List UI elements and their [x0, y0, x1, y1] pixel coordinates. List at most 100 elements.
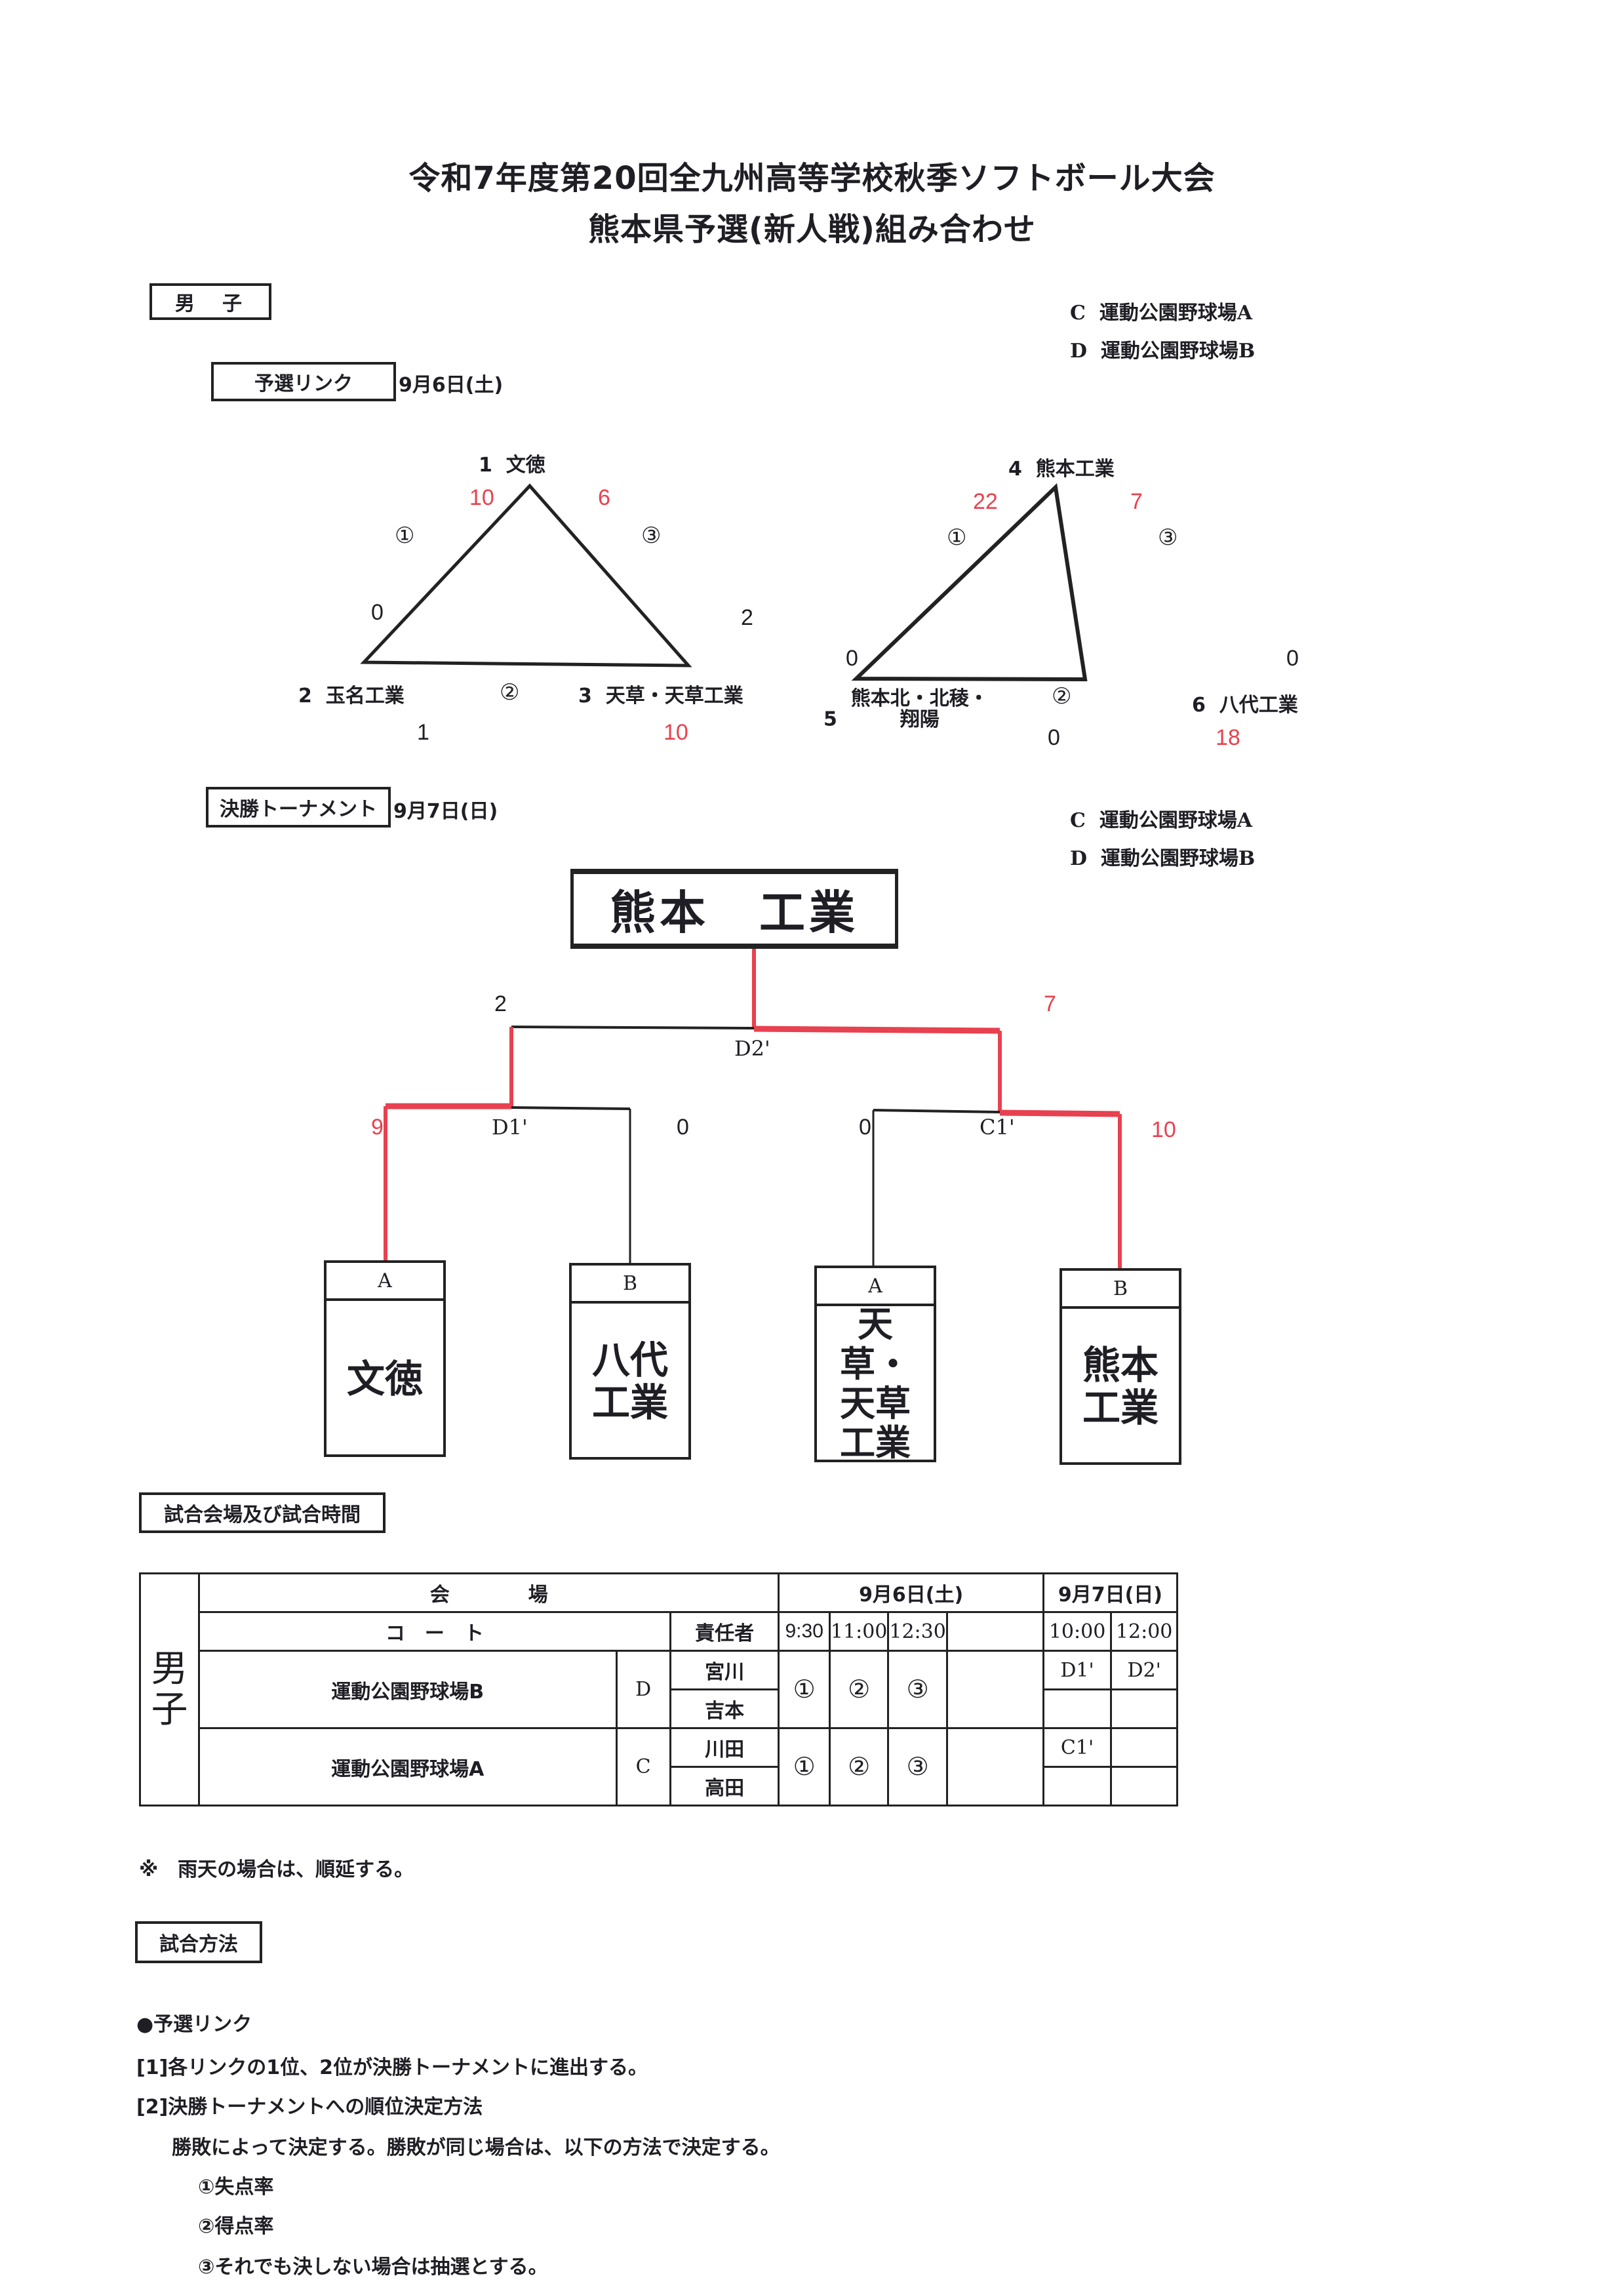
match-marker: ③ — [887, 1727, 948, 1806]
league-2-team-4: 4 熊本工業 — [1008, 458, 1115, 481]
gender-label-box: 男 子 — [149, 283, 271, 320]
match-code — [1110, 1727, 1178, 1768]
semi-left-score-right: 0 — [677, 1115, 689, 1140]
document-title-line2: 熊本県予選(新人戦)組み合わせ — [588, 211, 1036, 248]
league-2-match-3: ③ — [1158, 525, 1178, 551]
match-code — [1110, 1688, 1178, 1729]
method-rule-1: [1]各リンクの1位、2位が決勝トーナメントに進出する。 — [136, 2056, 648, 2079]
schedule-gender: 男 子 — [139, 1572, 200, 1806]
match-marker: ① — [778, 1727, 831, 1806]
league-1-score: 6 — [598, 485, 610, 510]
team-name: 八代 工業 — [591, 1338, 668, 1425]
preliminary-label-box: 予選リンク — [211, 362, 396, 401]
final-score-left: 2 — [494, 991, 507, 1016]
league-2-score: 7 — [1130, 489, 1143, 514]
time-cell: 11:00 — [828, 1611, 890, 1652]
venue-legend-c: C 運動公園野球場A — [1070, 809, 1253, 832]
league-1-team-1: 1 文徳 — [479, 454, 545, 477]
team-group: A — [327, 1263, 443, 1301]
time-cell: 9:30 — [778, 1611, 831, 1652]
final-score-right: 7 — [1044, 991, 1056, 1016]
semi-left-arm — [511, 1106, 631, 1110]
schedule-label-box: 試合会場及び試合時間 — [139, 1492, 386, 1533]
semi-right-arm-winner — [999, 1109, 1120, 1117]
league-1-match-1: ① — [395, 523, 415, 549]
semi-right-arm — [873, 1109, 1000, 1113]
league-2-match-2: ② — [1052, 683, 1072, 709]
method-rule-2: [2]決勝トーナメントへの順位決定方法 — [136, 2096, 483, 2119]
league-2-score: 22 — [973, 489, 998, 514]
manager-name: 高田 — [669, 1766, 780, 1806]
venue-code: C — [1070, 302, 1086, 325]
team-group: B — [572, 1266, 688, 1304]
tiebreaker-item: ③それでも決しない場合は抽選とする。 — [198, 2256, 548, 2279]
semi-left-match-code: D1' — [492, 1115, 528, 1140]
match-marker: ② — [828, 1650, 890, 1729]
team-name: 天草・ 天草 工業 — [840, 1304, 911, 1464]
league-1-score: 1 — [417, 720, 429, 745]
league-1-score: 2 — [741, 605, 753, 630]
manager-name: 吉本 — [669, 1688, 780, 1729]
venue-name: 運動公園野球場B — [1100, 340, 1256, 363]
league-2-triangle-outline — [851, 483, 1088, 682]
league-1-triangle — [360, 483, 692, 668]
league-2-team-6: 6 八代工業 — [1192, 694, 1298, 717]
league-2-team-5: 5 熊本北・北稜・ 翔陽 — [823, 687, 989, 731]
match-code — [1042, 1688, 1113, 1729]
bracket-team-card: B 八代 工業 — [569, 1263, 691, 1460]
court-header: コ ー ト — [197, 1611, 671, 1652]
semi-right-match-code: C1' — [980, 1115, 1015, 1140]
bracket-team-card: A 天草・ 天草 工業 — [814, 1266, 936, 1464]
final-match-code: D2' — [734, 1036, 770, 1061]
league-1-team-3: 3 天草・天草工業 — [578, 685, 743, 708]
venue-header: 会 場 — [197, 1572, 780, 1613]
court-code: D — [615, 1650, 671, 1729]
venue-legend-d: D 運動公園野球場B — [1070, 847, 1256, 870]
bracket-team-card: B 熊本 工業 — [1060, 1268, 1181, 1465]
venue-code: D — [1070, 340, 1088, 363]
match-code: D1' — [1042, 1650, 1113, 1690]
manager-header: 責任者 — [669, 1611, 780, 1652]
league-1-score: 0 — [371, 600, 384, 625]
league-1-match-3: ③ — [641, 523, 662, 549]
league-1-match-2: ② — [500, 679, 520, 706]
tiebreaker-item: ①失点率 — [198, 2176, 274, 2199]
time-cell: 12:30 — [887, 1611, 948, 1652]
team-name: 文徳 — [346, 1356, 423, 1401]
preliminary-date: 9月6日(土) — [399, 374, 504, 397]
venue-name: 運動公園野球場A — [197, 1727, 618, 1806]
day1-header: 9月6日(土) — [778, 1572, 1044, 1613]
venue-legend-d: D 運動公園野球場B — [1070, 334, 1255, 363]
league-2-score: 18 — [1216, 725, 1240, 750]
court-code: C — [615, 1727, 671, 1806]
league-2-score: 0 — [1286, 646, 1299, 671]
time-cell: 10:00 — [1042, 1611, 1113, 1652]
semi-right-score-left: 0 — [859, 1115, 871, 1140]
match-marker: ③ — [887, 1650, 948, 1729]
manager-name: 川田 — [669, 1727, 780, 1768]
venue-legend-c: C 運動公園野球場A — [1070, 296, 1252, 325]
match-marker — [945, 1727, 1044, 1806]
league-2-triangle — [856, 487, 1086, 679]
league-2-score: 0 — [1048, 725, 1060, 750]
final-left-arm — [511, 1026, 755, 1029]
method-rule-2-detail: 勝敗によって決定する。勝敗が同じ場合は、以下の方法で決定する。 — [172, 2136, 780, 2159]
team-name: 熊本 工業 — [1082, 1343, 1159, 1430]
champion-box: 熊本 工業 — [570, 869, 898, 949]
match-code: D2' — [1110, 1650, 1178, 1690]
final-label-box: 決勝トーナメント — [206, 787, 391, 828]
method-label-box: 試合方法 — [135, 1921, 262, 1963]
league-1-team-2: 2 玉名工業 — [298, 685, 405, 708]
match-code: C1' — [1042, 1727, 1113, 1768]
manager-name: 宮川 — [669, 1650, 780, 1690]
venue-name: 運動公園野球場A — [1099, 302, 1253, 325]
method-heading: ●予選リンク — [136, 2013, 252, 2036]
match-marker: ① — [778, 1650, 831, 1729]
semi-right-score-right: 10 — [1151, 1117, 1176, 1142]
final-right-arm-winner — [753, 1026, 1000, 1034]
time-cell — [945, 1611, 1044, 1652]
team-group: A — [817, 1268, 934, 1306]
match-marker — [945, 1650, 1044, 1729]
match-code — [1110, 1766, 1178, 1806]
league-1-score: 10 — [469, 485, 494, 510]
